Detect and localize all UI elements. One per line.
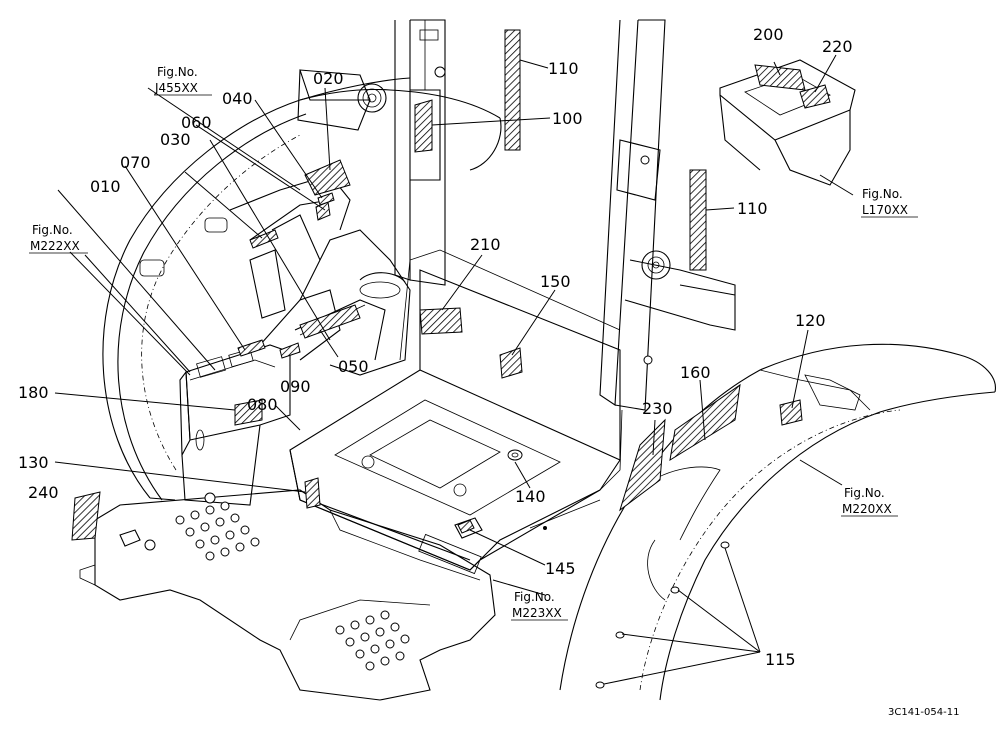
- part-label-230: 230: [642, 399, 673, 418]
- part-label-120: 120: [795, 311, 826, 330]
- fig-ref-m220[interactable]: Fig.No. M220XX: [841, 486, 898, 517]
- part-label-030: 030: [160, 130, 191, 149]
- part-label-210: 210: [470, 235, 501, 254]
- part-label-180: 180: [18, 383, 49, 402]
- decals: [71, 29, 831, 541]
- fig-ref-j455-code: J455XX: [154, 81, 198, 95]
- part-label-070: 070: [120, 153, 151, 172]
- rops-left-post: [297, 19, 446, 286]
- part-label-040: 040: [222, 89, 253, 108]
- fig-ref-l170-label: Fig.No.: [862, 187, 903, 201]
- fig-ref-m223[interactable]: Fig.No. M223XX: [511, 590, 568, 621]
- part-label-240: 240: [28, 483, 59, 502]
- part-label-080: 080: [247, 395, 278, 414]
- fig-ref-m220-label: Fig.No.: [844, 486, 885, 500]
- part-label-100: 100: [552, 109, 583, 128]
- part-label-220: 220: [822, 37, 853, 56]
- seat-cover: [719, 59, 856, 186]
- right-fender: [559, 343, 996, 701]
- part-label-110-right: 110: [737, 199, 768, 218]
- rops-right-post: [599, 19, 736, 491]
- part-label-140: 140: [515, 487, 546, 506]
- part-label-160: 160: [680, 363, 711, 382]
- part-label-060: 060: [181, 113, 212, 132]
- part-label-200: 200: [753, 25, 784, 44]
- part-label-020: 020: [313, 69, 344, 88]
- floor-plate: [79, 489, 496, 701]
- leader-lines: [54, 54, 854, 685]
- left-fender: [102, 77, 502, 501]
- part-label-145: 145: [545, 559, 576, 578]
- part-label-130: 130: [18, 453, 49, 472]
- fig-ref-m223-label: Fig.No.: [514, 590, 555, 604]
- fig-ref-m222[interactable]: Fig.No. M222XX: [29, 223, 88, 254]
- fig-ref-m220-code: M220XX: [842, 502, 892, 516]
- floor-holes: [175, 501, 410, 671]
- part-label-115: 115: [765, 650, 796, 669]
- fig-ref-m222-label: Fig.No.: [32, 223, 73, 237]
- fig-ref-m222-code: M222XX: [30, 239, 80, 253]
- part-label-090: 090: [280, 377, 311, 396]
- fig-ref-m223-code: M223XX: [512, 606, 562, 620]
- part-label-150: 150: [540, 272, 571, 291]
- fig-ref-l170-code: L170XX: [862, 203, 908, 217]
- part-label-110-top: 110: [548, 59, 579, 78]
- drawing-code: 3C141-054-11: [888, 707, 959, 718]
- fig-ref-l170[interactable]: Fig.No. L170XX: [861, 187, 918, 218]
- part-label-010: 010: [90, 177, 121, 196]
- center-deck: [289, 249, 621, 575]
- fig-ref-j455[interactable]: Fig.No. J455XX: [154, 65, 212, 96]
- part-label-050: 050: [338, 357, 369, 376]
- fig-ref-j455-label: Fig.No.: [157, 65, 198, 79]
